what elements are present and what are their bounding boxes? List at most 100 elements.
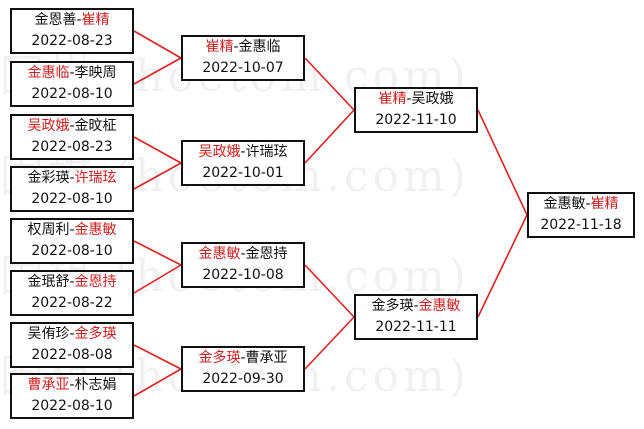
player-1-name: 吴政娥	[27, 118, 70, 134]
match-box-r2m2: 吴政娥-许瑞玹 2022-10-01	[181, 140, 305, 186]
match-date: 2022-11-18	[540, 217, 622, 233]
players-separator: -	[240, 246, 246, 262]
players-separator: -	[240, 350, 246, 366]
connector-r1m8-r2m4	[133, 368, 182, 397]
players-separator: -	[69, 274, 75, 290]
match-players: 崔精-吴政娥	[378, 89, 453, 110]
player-1-name: 权周利	[27, 222, 70, 238]
player-2-name: 崔精	[81, 12, 110, 28]
connector-r1m5-r2m3	[133, 240, 182, 266]
connector-r1m7-r2m4	[133, 344, 182, 370]
match-players: 吴政娥-金旼柾	[27, 116, 116, 137]
player-1-name: 金多瑛	[371, 298, 414, 314]
connector-r2m3-r3m2	[304, 264, 355, 318]
match-players: 金惠敏-崔精	[543, 194, 618, 215]
player-1-name: 金惠敏	[198, 246, 241, 262]
players-separator: -	[69, 65, 75, 81]
players-separator: -	[69, 326, 75, 342]
match-players: 权周利-金惠敏	[27, 220, 116, 241]
player-2-name: 金恩持	[245, 246, 288, 262]
connector-r1m4-r2m2	[133, 162, 182, 190]
connector-r2m1-r3m1	[304, 57, 355, 111]
players-separator: -	[69, 222, 75, 238]
match-date: 2022-08-10	[31, 86, 113, 102]
player-2-name: 吴政娥	[411, 91, 454, 107]
match-players: 金恩善-崔精	[34, 10, 109, 31]
match-date: 2022-08-23	[31, 33, 113, 49]
player-1-name: 金惠敏	[543, 196, 586, 212]
player-1-name: 吴政娥	[198, 144, 241, 160]
match-box-r3m2: 金多瑛-金惠敏 2022-11-11	[354, 294, 478, 340]
player-1-name: 曹承亚	[27, 377, 70, 393]
connector-r1m1-r2m1	[133, 30, 182, 59]
connector-r3m1-r4m1	[477, 109, 528, 216]
player-2-name: 金惠敏	[74, 222, 117, 238]
players-separator: -	[69, 170, 75, 186]
player-1-name: 金珉舒	[27, 274, 70, 290]
match-box-r1m7: 吴侑珍-金多瑛 2022-08-08	[10, 322, 134, 368]
players-separator: -	[233, 39, 239, 55]
player-2-name: 朴志娟	[74, 377, 117, 393]
match-players: 崔精-金惠临	[205, 37, 280, 58]
player-1-name: 崔精	[205, 39, 234, 55]
player-2-name: 曹承亚	[245, 350, 288, 366]
match-date: 2022-10-07	[202, 60, 284, 76]
player-2-name: 金多瑛	[74, 326, 117, 342]
players-separator: -	[585, 196, 591, 212]
players-separator: -	[69, 118, 75, 134]
match-box-r1m2: 金惠临-李映周 2022-08-10	[10, 61, 134, 107]
match-players: 金珉舒-金恩持	[27, 272, 116, 293]
match-box-r1m5: 权周利-金惠敏 2022-08-10	[10, 218, 134, 264]
player-1-name: 金惠临	[27, 65, 70, 81]
match-players: 金多瑛-金惠敏	[371, 296, 460, 317]
player-2-name: 金恩持	[74, 274, 117, 290]
match-box-r1m3: 吴政娥-金旼柾 2022-08-23	[10, 114, 134, 160]
match-box-r2m3: 金惠敏-金恩持 2022-10-08	[181, 242, 305, 288]
match-box-r2m4: 金多瑛-曹承亚 2022-09-30	[181, 346, 305, 392]
connector-r1m2-r2m1	[133, 57, 182, 85]
players-separator: -	[240, 144, 246, 160]
match-date: 2022-10-01	[202, 165, 284, 181]
match-box-r4m1: 金惠敏-崔精 2022-11-18	[527, 192, 635, 238]
match-date: 2022-11-11	[375, 319, 457, 335]
player-2-name: 金旼柾	[74, 118, 117, 134]
match-box-r1m1: 金恩善-崔精 2022-08-23	[10, 8, 134, 54]
match-box-r1m4: 金彩瑛-许瑞玹 2022-08-10	[10, 166, 134, 212]
player-1-name: 金彩瑛	[27, 170, 70, 186]
players-separator: -	[69, 377, 75, 393]
match-date: 2022-08-10	[31, 191, 113, 207]
match-box-r3m1: 崔精-吴政娥 2022-11-10	[354, 87, 478, 133]
players-separator: -	[76, 12, 82, 28]
player-2-name: 金惠临	[238, 39, 281, 55]
match-players: 金彩瑛-许瑞玹	[27, 168, 116, 189]
connector-r1m3-r2m2	[133, 136, 182, 164]
player-2-name: 许瑞玹	[74, 170, 117, 186]
match-date: 2022-11-10	[375, 112, 457, 128]
match-players: 吴侑珍-金多瑛	[27, 324, 116, 345]
connector-r2m4-r3m2	[304, 316, 355, 370]
player-1-name: 金恩善	[34, 12, 77, 28]
connector-r3m2-r4m1	[477, 214, 528, 318]
match-date: 2022-09-30	[202, 371, 284, 387]
match-players: 曹承亚-朴志娟	[27, 375, 116, 396]
match-date: 2022-08-08	[31, 347, 113, 363]
match-date: 2022-08-10	[31, 243, 113, 259]
connector-r1m6-r2m3	[133, 264, 182, 294]
match-players: 金惠临-李映周	[27, 63, 116, 84]
match-date: 2022-08-10	[31, 398, 113, 414]
match-date: 2022-08-23	[31, 139, 113, 155]
match-players: 金多瑛-曹承亚	[198, 348, 287, 369]
player-2-name: 金惠敏	[418, 298, 461, 314]
player-2-name: 崔精	[590, 196, 619, 212]
match-players: 吴政娥-许瑞玹	[198, 142, 287, 163]
players-separator: -	[406, 91, 412, 107]
match-box-r1m8: 曹承亚-朴志娟 2022-08-10	[10, 373, 134, 419]
player-1-name: 崔精	[378, 91, 407, 107]
player-1-name: 金多瑛	[198, 350, 241, 366]
match-date: 2022-10-08	[202, 267, 284, 283]
player-1-name: 吴侑珍	[27, 326, 70, 342]
connector-r2m2-r3m1	[304, 109, 355, 164]
